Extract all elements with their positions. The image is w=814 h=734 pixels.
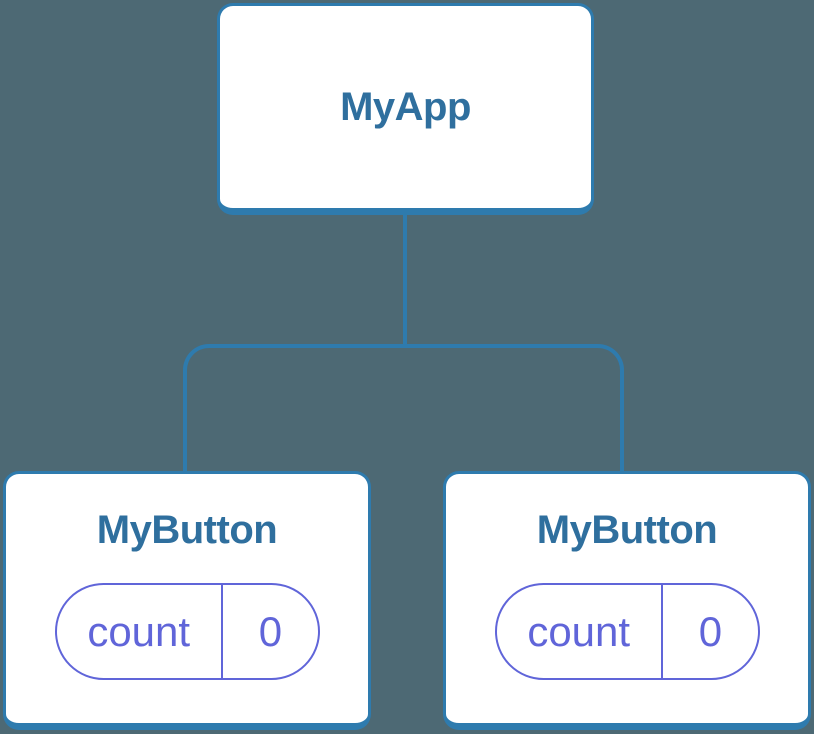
child-component-label: MyButton bbox=[96, 508, 278, 552]
state-value: 0 bbox=[258, 607, 283, 655]
state-value: 0 bbox=[698, 607, 723, 655]
state-divider bbox=[220, 585, 224, 678]
root-component-label: MyApp bbox=[340, 84, 471, 129]
root-connector-stem bbox=[403, 213, 407, 346]
state-pill: count 0 bbox=[54, 583, 320, 680]
state-name: count bbox=[87, 607, 191, 655]
root-component-node: MyApp bbox=[217, 3, 594, 215]
child-component-label: MyButton bbox=[536, 508, 718, 552]
child-component-node-2: MyButton count 0 bbox=[443, 471, 811, 730]
state-divider bbox=[660, 585, 664, 678]
state-name: count bbox=[527, 607, 631, 655]
child-component-node-1: MyButton count 0 bbox=[3, 471, 371, 730]
state-pill: count 0 bbox=[494, 583, 760, 680]
branch-connector bbox=[183, 344, 624, 471]
